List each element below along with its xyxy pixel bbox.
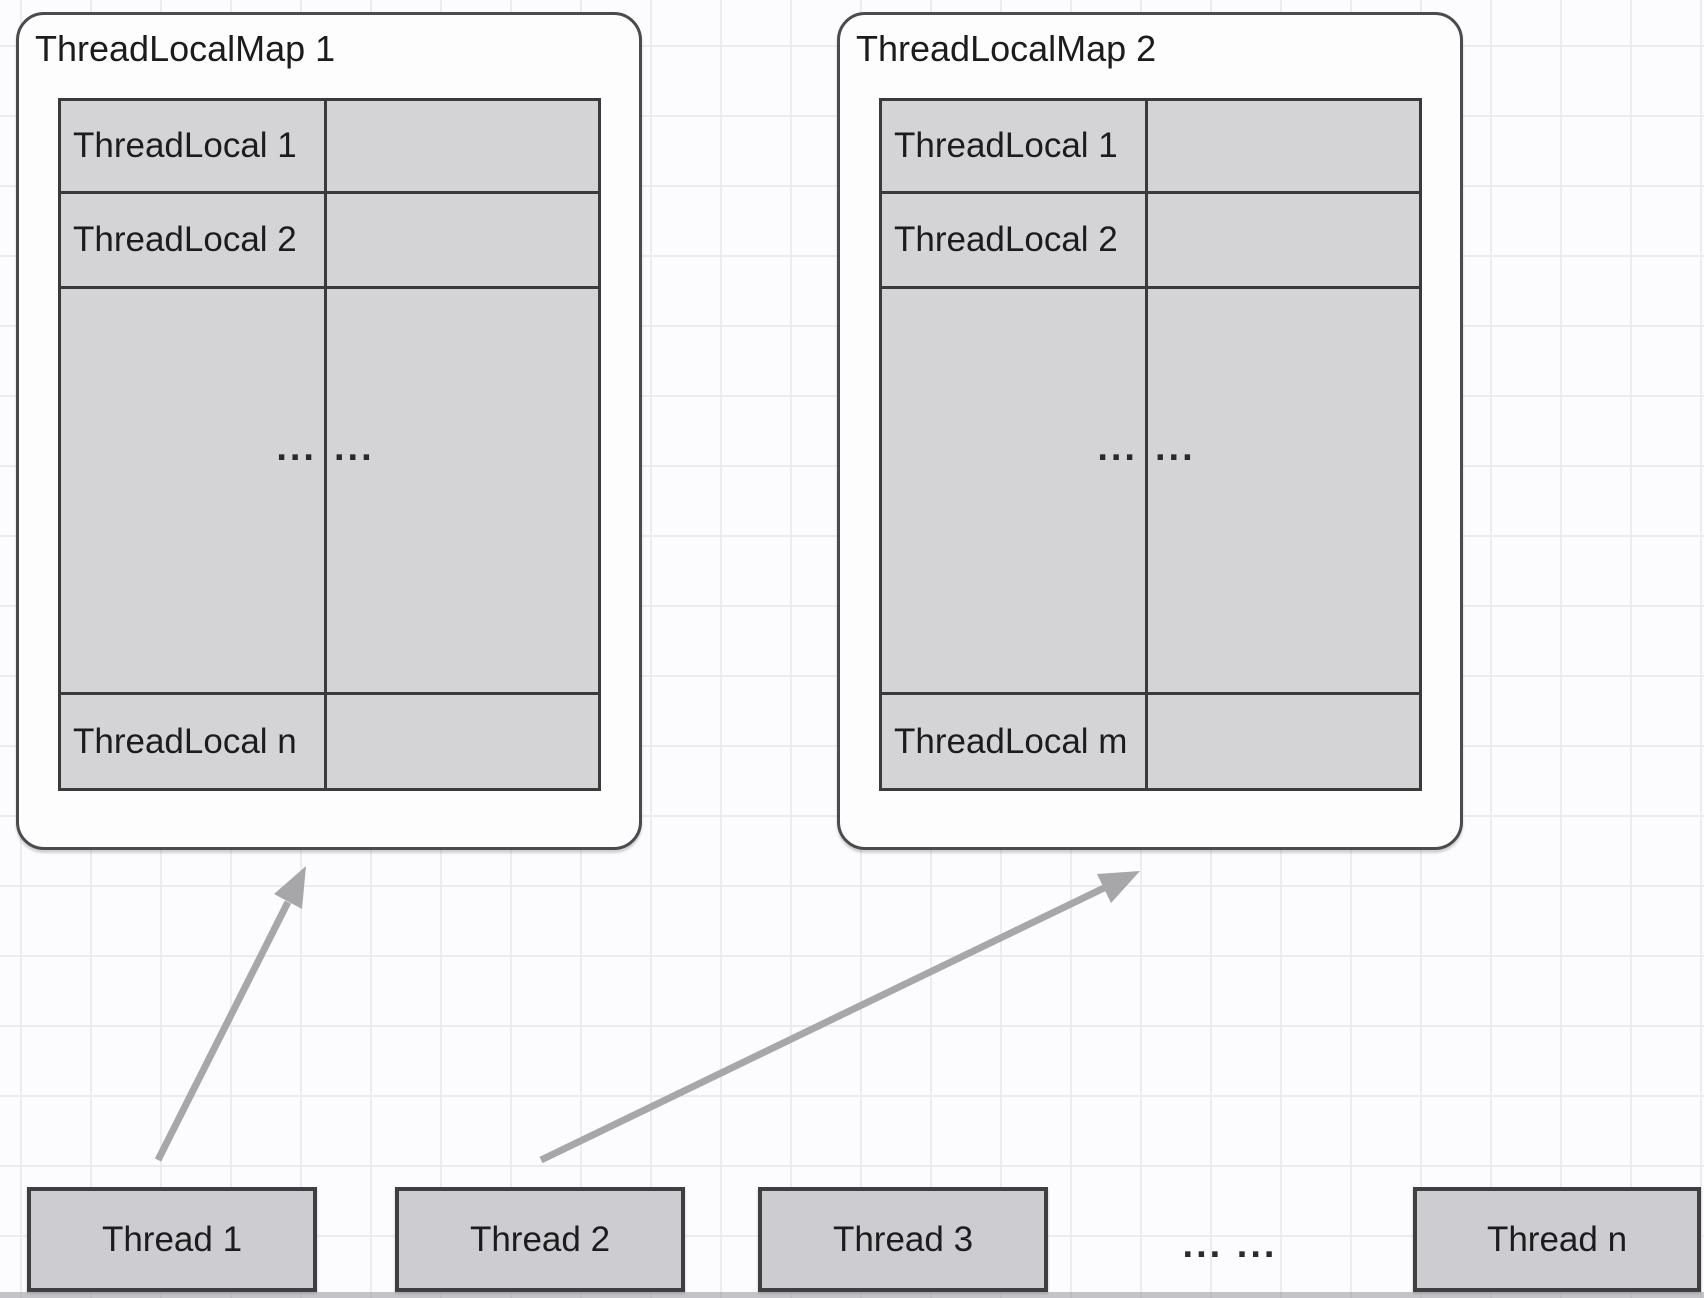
map2-entry-key-cell: ThreadLocal 2: [882, 194, 1148, 289]
bottom-edge-shadow: [0, 1292, 1704, 1298]
threadlocalmap2-table: ThreadLocal 1 ThreadLocal 2 ... ... Thre…: [879, 98, 1422, 791]
ellipsis-text: ...: [334, 427, 375, 469]
threadlocalmap1-box: ThreadLocalMap 1 ThreadLocal 1 ThreadLoc…: [16, 12, 642, 850]
map1-entry-key-cell: ThreadLocal 2: [61, 194, 327, 289]
map2-entry-value-cell: [1148, 695, 1419, 788]
ellipsis-text: ...: [1155, 427, 1196, 469]
threadlocalmap2-box: ThreadLocalMap 2 ThreadLocal 1 ThreadLoc…: [837, 12, 1463, 850]
threadlocalmap1-title: ThreadLocalMap 1: [35, 28, 336, 69]
map2-entry-key-cell: ThreadLocal 1: [882, 101, 1148, 194]
arrow-thread1-to-map1: [154, 866, 306, 1162]
map1-entry-key-cell: ThreadLocal 1: [61, 101, 327, 194]
ellipsis-text: ...: [1097, 427, 1138, 469]
ellipsis-text: ...: [276, 427, 317, 469]
map2-ellipsis-value-cell: ...: [1148, 289, 1419, 695]
map1-ellipsis-value-cell: ...: [327, 289, 598, 695]
thread1-box: Thread 1: [27, 1187, 317, 1292]
threadlocalmap1-table: ThreadLocal 1 ThreadLocal 2 ... ... Thre…: [58, 98, 601, 791]
threadlocalmap2-title: ThreadLocalMap 2: [856, 28, 1157, 69]
map1-entry-value-cell: [327, 101, 598, 194]
map1-ellipsis-key-cell: ...: [61, 289, 327, 695]
map1-entry-key-cell: ThreadLocal n: [61, 695, 327, 788]
map2-entry-key-cell: ThreadLocal m: [882, 695, 1148, 788]
threadn-box: Thread n: [1413, 1187, 1701, 1292]
map2-ellipsis-key-cell: ...: [882, 289, 1148, 695]
arrow-thread2-to-map2: [539, 871, 1140, 1164]
thread2-box: Thread 2: [395, 1187, 685, 1292]
thread3-box: Thread 3: [758, 1187, 1048, 1292]
map2-entry-value-cell: [1148, 194, 1419, 289]
threads-ellipsis-text: ... ...: [1182, 1223, 1278, 1266]
map1-entry-value-cell: [327, 695, 598, 788]
map1-entry-value-cell: [327, 194, 598, 289]
map2-entry-value-cell: [1148, 101, 1419, 194]
